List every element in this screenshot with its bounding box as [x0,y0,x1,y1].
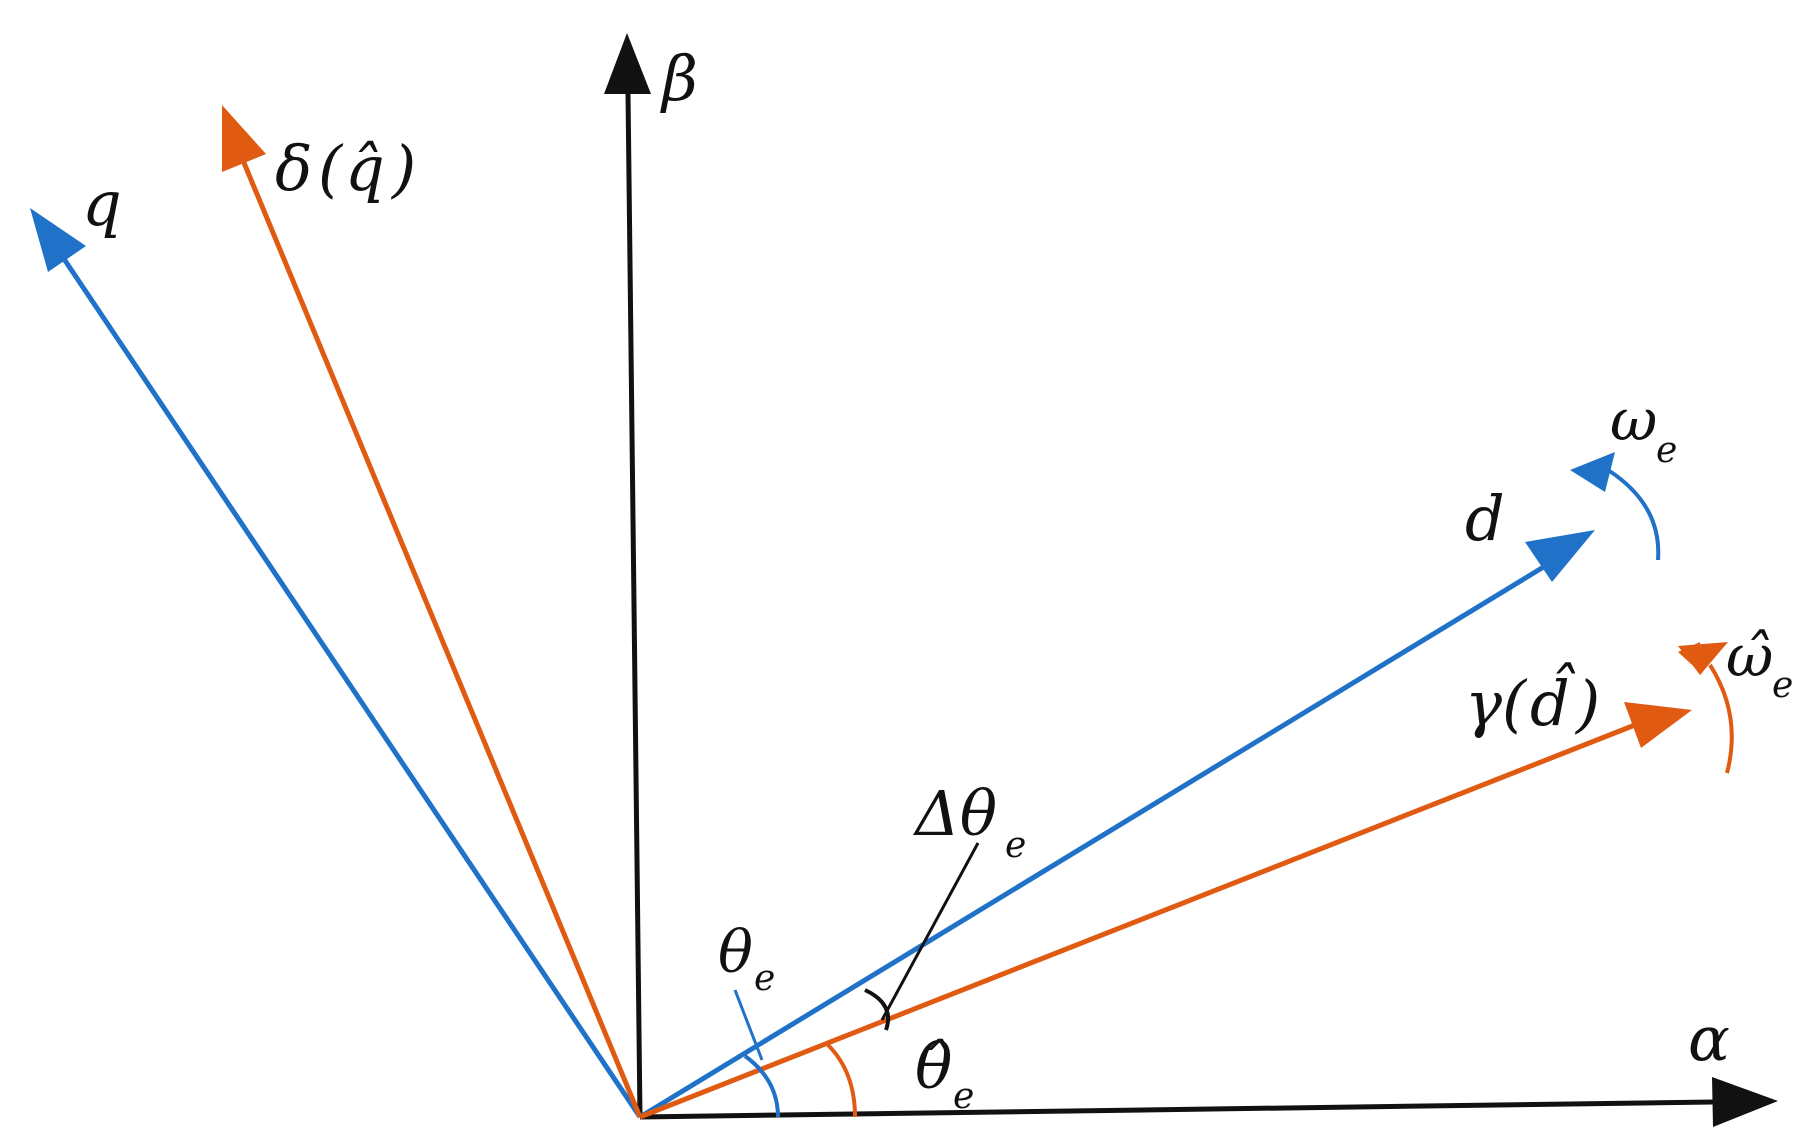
omega-symbol: ω [1610,386,1657,454]
d-label: d [1465,482,1505,555]
d-hat-symbol: d̂ [1530,662,1576,740]
q-axis-arrowhead [30,208,86,272]
alpha-axis-arrowhead [1712,1077,1778,1127]
theta-hat-symbol: θ̂ [915,1030,952,1103]
theta-e-label: θ e [718,918,775,999]
d-axis [638,557,1557,1120]
theta-subscript: e [754,958,775,999]
gamma-axis-arrowhead [1624,702,1692,748]
gamma-axis [639,720,1641,1120]
delta-q-hat-label: δ ( q̂ ) [275,132,416,205]
delta-theta-leader [880,842,980,1021]
omega-e-label: ω e [1610,386,1677,471]
omega-e-rotation-arc [1606,468,1661,561]
alpha-label: α [1688,1002,1730,1075]
omega-hat-e-label: ω̂ e [1726,622,1793,706]
omega-subscript: e [1656,430,1677,471]
delta-paren-open: ( [318,132,344,205]
gamma-paren-close: ) [1574,667,1600,740]
delta-theta-e-label: Δθ e [913,777,1026,866]
q-axis [59,254,643,1119]
beta-axis-arrowhead [604,33,651,94]
delta-symbol: δ [275,132,312,205]
delta-axis-arrowhead [222,105,266,172]
delta-theta-subscript: e [1005,825,1026,866]
theta-hat-subscript: e [953,1076,974,1117]
beta-axis [625,92,643,1118]
gamma-paren-open: ( [1502,667,1528,740]
beta-label: β [660,42,698,115]
q-label: q [82,167,122,240]
omega-hat-subscript: e [1772,665,1793,706]
gamma-symbol: γ [1465,667,1503,740]
theta-hat-e-arc [826,1043,857,1118]
theta-symbol: θ [718,918,753,986]
theta-e-arc [743,1054,780,1118]
omega-hat-e-rotation-arc [1708,663,1734,774]
alpha-axis [639,1099,1714,1120]
delta-theta-arc [864,988,891,1031]
omega-e-rotation-arrowhead [1570,452,1615,492]
delta-theta-symbol: Δθ [913,777,997,850]
theta-hat-e-label: θ̂ e [915,1030,974,1117]
d-axis-arrowhead [1525,530,1595,582]
omega-hat-e-rotation-arrowhead-tip [1678,642,1728,675]
theta-e-leader [733,989,764,1061]
q-hat-symbol: q̂ [345,132,385,205]
omega-hat-symbol: ω̂ [1726,622,1773,690]
delta-paren-close: ) [390,132,416,205]
gamma-d-hat-label: γ ( d̂ ) [1465,662,1600,740]
delta-axis [239,157,643,1118]
